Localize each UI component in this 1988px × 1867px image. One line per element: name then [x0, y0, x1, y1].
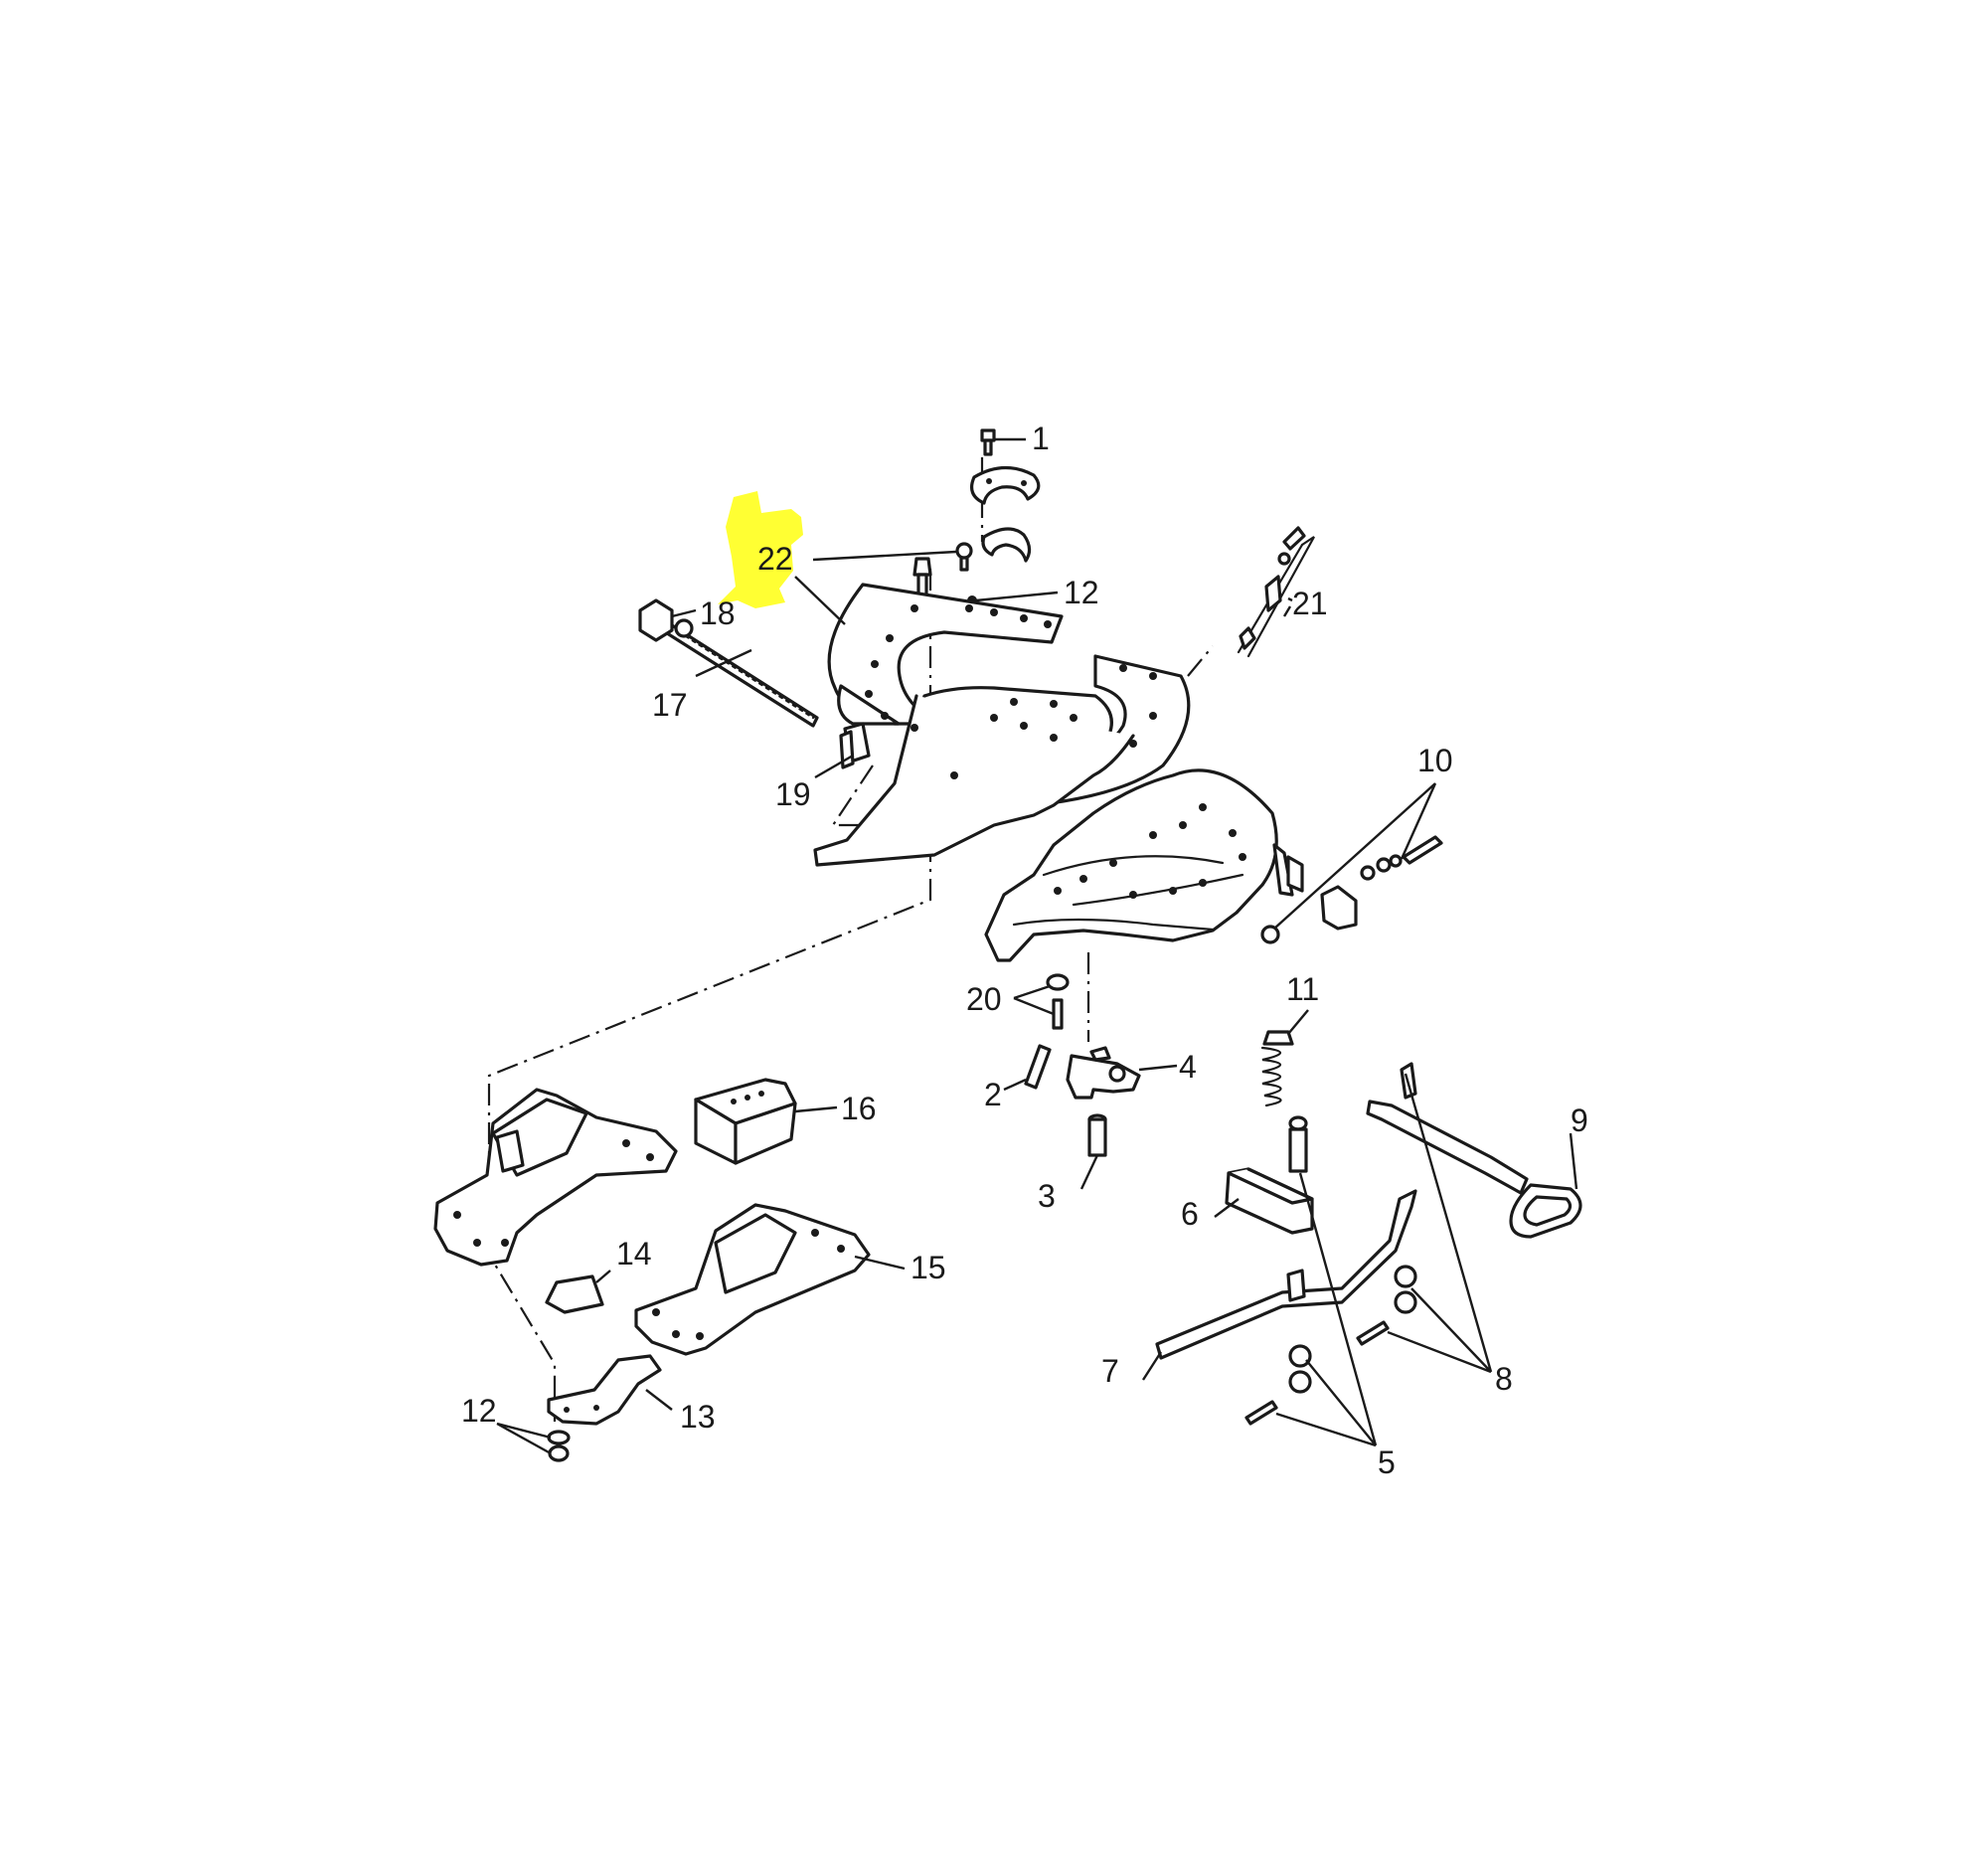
- part-16-bushing: [694, 1078, 797, 1165]
- callout-8: 8: [1495, 1361, 1513, 1397]
- left-mounting-bracket: [433, 1088, 678, 1267]
- plate-rivets: [911, 698, 1246, 899]
- bolt-near-6: [1288, 1115, 1308, 1173]
- callout-15: 15: [911, 1250, 946, 1285]
- callout-12-top: 12: [1064, 575, 1099, 610]
- callout-6: 6: [1181, 1196, 1199, 1232]
- part-22-bolt: [955, 542, 973, 572]
- part-6-block: [1225, 1167, 1314, 1235]
- callout-14: 14: [616, 1236, 652, 1272]
- callout-7: 7: [1101, 1353, 1119, 1389]
- callout-19: 19: [775, 776, 811, 812]
- part-15-bracket: [634, 1203, 871, 1356]
- callout-3: 3: [1038, 1178, 1056, 1214]
- part-11-spring: [1260, 1030, 1294, 1107]
- callout-leaders: [496, 437, 1578, 1455]
- highlight-marker-22: [718, 491, 803, 608]
- callout-labels: 1 22 12 18 21 17 19 10 20 11 4 2 16 9 3 …: [461, 421, 1588, 1480]
- top-horseshoe-plate: [827, 583, 1064, 726]
- part-4-lock-jaw: [1066, 1046, 1141, 1100]
- callout-17: 17: [652, 687, 688, 723]
- part-1-bolt: [980, 428, 996, 456]
- callout-21: 21: [1292, 586, 1328, 621]
- callout-16: 16: [841, 1091, 877, 1126]
- callout-18: 18: [700, 595, 736, 631]
- part-21-release-rod: [1237, 526, 1315, 658]
- part-13-strap: [547, 1354, 662, 1426]
- keeper-rings: [970, 465, 1041, 563]
- callout-1: 1: [1032, 421, 1050, 456]
- callout-20: 20: [966, 981, 1002, 1017]
- part-12-nut-washer: [547, 1430, 571, 1462]
- part-8-hardware: [1356, 1265, 1417, 1346]
- callout-12-bottom: 12: [461, 1393, 497, 1429]
- part-2-pin: [1024, 1044, 1052, 1090]
- callout-10: 10: [1417, 743, 1453, 778]
- callout-2: 2: [984, 1077, 1002, 1112]
- part-20-fasteners: [1046, 973, 1070, 1030]
- plate-holes: [865, 604, 1052, 720]
- part-10-pin-assembly: [1260, 835, 1443, 944]
- callout-9: 9: [1571, 1103, 1588, 1138]
- part-3-pin: [1087, 1113, 1107, 1157]
- callout-22: 22: [757, 541, 793, 577]
- callout-13: 13: [680, 1399, 716, 1435]
- callout-11: 11: [1286, 971, 1319, 1007]
- callout-4: 4: [1179, 1049, 1197, 1085]
- part-14-pad: [545, 1274, 604, 1314]
- callout-5: 5: [1378, 1444, 1396, 1480]
- part-5-hardware: [1244, 1344, 1312, 1426]
- part-18-nut: [638, 598, 694, 642]
- fifth-wheel-plate: [813, 686, 1304, 962]
